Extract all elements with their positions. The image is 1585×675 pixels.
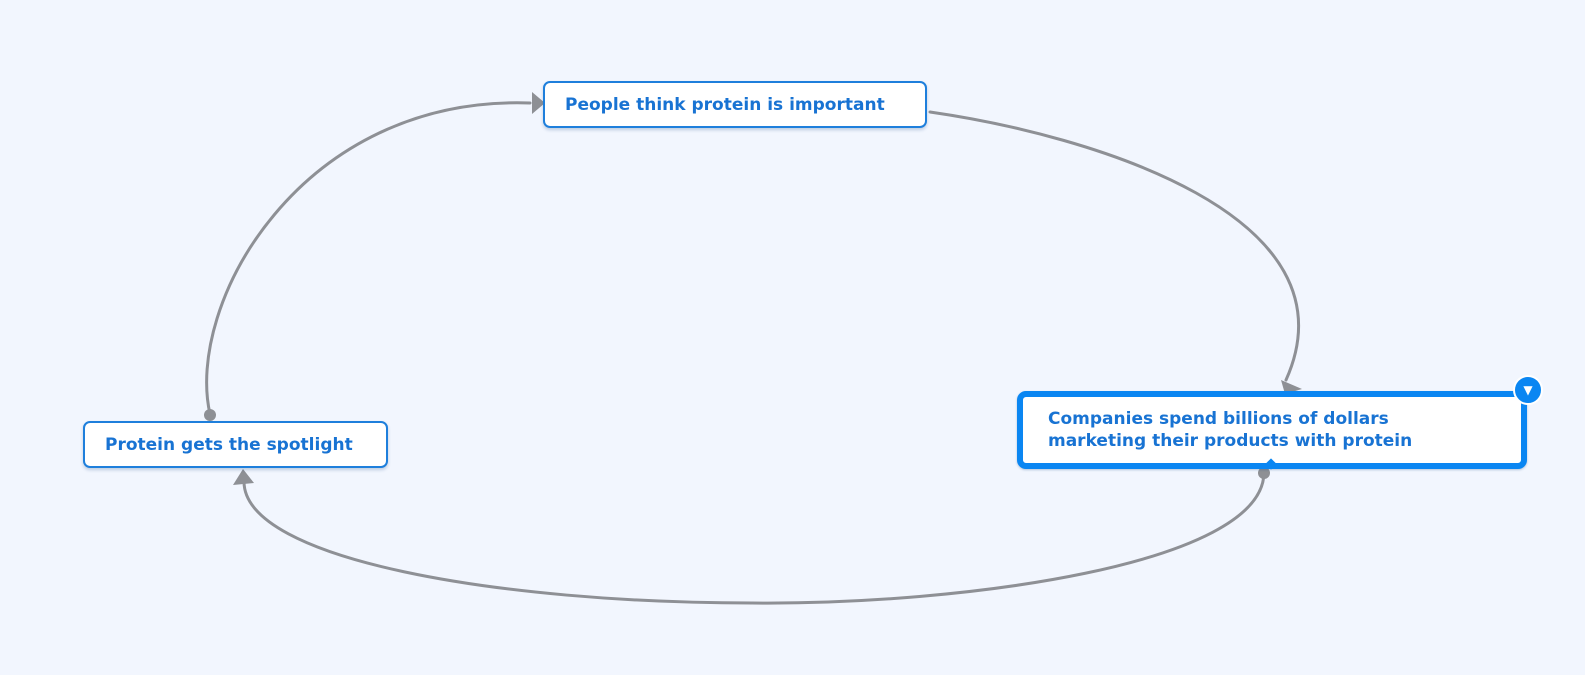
collapse-toggle-button[interactable]: ▼ [1513, 375, 1543, 405]
topic-node-protein-gets-spotlight[interactable]: Protein gets the spotlight [83, 421, 388, 468]
arrowhead-companies [1281, 380, 1302, 394]
topic-label: Protein gets the spotlight [105, 434, 353, 455]
connector-origin-dot-spotlight [204, 409, 216, 421]
connector-spotlight-to-people[interactable] [205, 101, 532, 416]
connector-companies-to-spotlight[interactable] [242, 471, 1266, 605]
topic-node-people-think-protein-important[interactable]: People think protein is important [543, 81, 927, 128]
topic-node-companies-spend-billions-selected[interactable]: Companies spend billions of dollars mark… [1017, 391, 1527, 469]
arrowhead-people [532, 92, 545, 114]
topic-label: People think protein is important [565, 94, 885, 115]
triangle-down-icon: ▼ [1523, 383, 1533, 397]
connector-people-to-companies[interactable] [928, 110, 1301, 382]
arrowhead-spotlight [233, 469, 254, 485]
connector-origin-dot-companies [1258, 467, 1270, 479]
topic-label: Companies spend billions of dollars mark… [1048, 409, 1413, 451]
